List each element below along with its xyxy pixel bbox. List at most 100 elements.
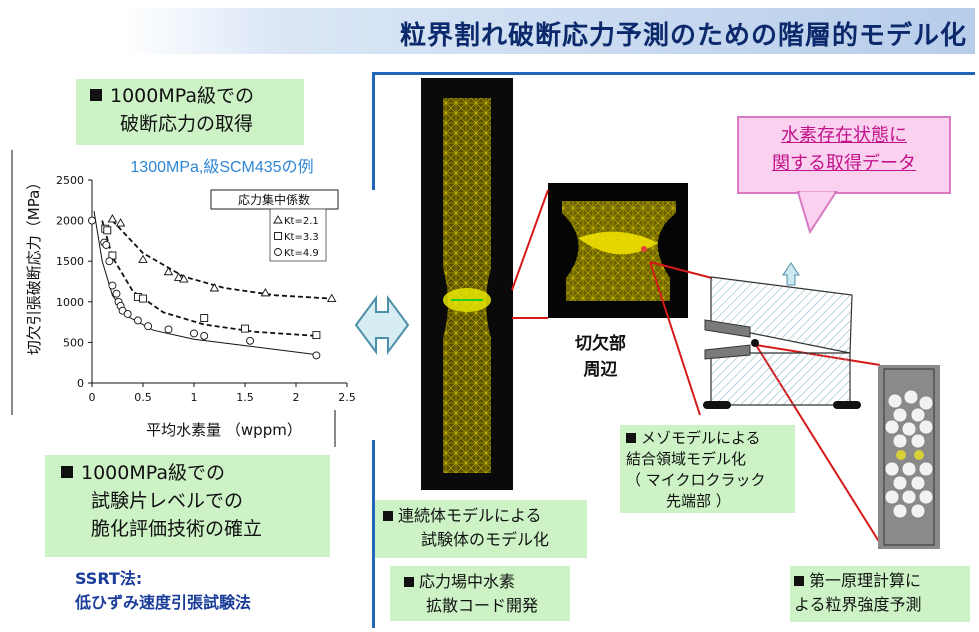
chart-title: 1300MPa,級SCM435の例 bbox=[130, 158, 313, 176]
data-point bbox=[200, 314, 209, 322]
y-tick-label: 0 bbox=[77, 377, 84, 390]
chart-axes bbox=[91, 180, 347, 384]
cohesive-zone-schematic bbox=[703, 262, 861, 409]
legend-marker-triangle-icon bbox=[273, 215, 283, 224]
continuum-line1: 連続体モデルによる bbox=[398, 506, 542, 525]
x-tick-label: 0 bbox=[89, 391, 96, 404]
first-principles-box: 第一原理計算に よる粒界強度予測 bbox=[790, 566, 970, 622]
notch-zoom-image bbox=[548, 183, 688, 318]
y-tick-label: 1500 bbox=[56, 255, 84, 268]
chart-ticks: 0 500 1000 1500 2000 2500 0 0.5 1 1.5 2 2.5 bbox=[56, 174, 356, 404]
data-point bbox=[246, 336, 255, 345]
bullet-square-icon bbox=[404, 577, 414, 587]
bullet-square-icon bbox=[794, 576, 804, 586]
x-tick-label: 0.5 bbox=[134, 391, 152, 404]
legend-label: Kt=2.1 bbox=[284, 216, 319, 227]
first-line2: よる粒界強度予測 bbox=[794, 595, 922, 614]
data-point bbox=[260, 287, 271, 297]
meso-model-box: メゾモデルによる 結合領域モデル化 （ マイクロクラック 先端部 ） bbox=[620, 425, 795, 513]
bullet-square-icon bbox=[90, 89, 102, 101]
test-line2: 試験片レベルでの bbox=[91, 490, 244, 512]
data-point bbox=[107, 214, 118, 223]
meso-line3: （ マイクロクラック bbox=[626, 471, 766, 489]
y-axis-label: 切欠引張破断応力（MPa） bbox=[25, 175, 43, 356]
page-title: 粒界割れ破断応力予測のための階層的モデル化 bbox=[399, 21, 967, 51]
y-tick-label: 2000 bbox=[56, 215, 84, 228]
continuum-line2: 試験体のモデル化 bbox=[421, 530, 550, 549]
data-point bbox=[112, 289, 121, 298]
data-point bbox=[190, 329, 198, 338]
data-point bbox=[179, 274, 189, 283]
data-point bbox=[102, 241, 111, 249]
title-band: 粒界割れ破断応力予測のための階層的モデル化 bbox=[123, 8, 975, 54]
bullet-square-icon bbox=[626, 433, 636, 443]
data-point bbox=[163, 266, 174, 276]
ssrt-line2: 低ひずみ速度引張試験法 bbox=[75, 593, 252, 612]
data-point bbox=[138, 254, 148, 264]
data-point bbox=[105, 257, 114, 266]
double-arrow-icon bbox=[354, 294, 410, 356]
data-point bbox=[312, 351, 321, 360]
data-point bbox=[123, 310, 132, 318]
hydrogen-data-callout: 水素存在状態に 関する取得データ bbox=[737, 116, 951, 194]
callout-line2: 関する取得データ bbox=[772, 153, 916, 174]
continuum-model-box: 連続体モデルによる 試験体のモデル化 bbox=[375, 500, 587, 558]
test-line1: 1000MPa級での bbox=[81, 462, 225, 484]
bullet-square-icon bbox=[383, 511, 393, 521]
y-tick-label: 500 bbox=[63, 336, 84, 349]
specimen-mesh-image bbox=[421, 78, 513, 490]
data-point bbox=[326, 293, 337, 303]
data-point bbox=[139, 294, 147, 303]
notch-label-line2: 周辺 bbox=[583, 360, 618, 380]
series-line-2 bbox=[101, 220, 317, 337]
test-evaluation-box: 1000MPa級での 試験片レベルでの 脆化評価技術の確立 bbox=[45, 455, 330, 557]
legend-marker-square-icon bbox=[274, 232, 282, 240]
data-point bbox=[209, 283, 220, 292]
callout-line1: 水素存在状態に bbox=[781, 125, 907, 146]
legend-label: Kt=4.9 bbox=[284, 248, 319, 259]
chart-legend: 応力集中係数 Kt=2.1Kt=3.3Kt=4.9 bbox=[210, 189, 339, 262]
notch-label: 切欠部 周辺 bbox=[575, 331, 626, 383]
fracture-stress-box: 1000MPa級での 破断応力の取得 bbox=[76, 79, 304, 145]
meso-line1: メゾモデルによる bbox=[641, 429, 761, 447]
data-point bbox=[200, 331, 209, 340]
callout-pointer-icon bbox=[796, 191, 838, 234]
x-tick-label: 2 bbox=[293, 391, 300, 404]
meso-line2: 結合領域モデル化 bbox=[626, 450, 747, 468]
data-point bbox=[133, 316, 142, 325]
diffusion-code-box: 応力場中水素 拡散コード開発 bbox=[390, 566, 570, 621]
x-axis-label: 平均水素量 （wppm） bbox=[146, 421, 302, 439]
notch-label-line1: 切欠部 bbox=[575, 334, 626, 354]
frame-line-upper bbox=[372, 72, 375, 190]
ssrt-text: SSRT法: 低ひずみ速度引張試験法 bbox=[75, 567, 251, 615]
data-point bbox=[173, 272, 184, 281]
meso-line4: 先端部 ） bbox=[666, 492, 731, 510]
fracture-line2: 破断応力の取得 bbox=[120, 113, 254, 135]
diffusion-line1: 応力場中水素 bbox=[419, 572, 516, 591]
frame-line-lower bbox=[372, 440, 375, 628]
bullet-square-icon bbox=[61, 466, 73, 478]
legend-marker-circle-icon bbox=[274, 248, 282, 256]
first-line1: 第一原理計算に bbox=[809, 571, 922, 590]
data-point bbox=[144, 322, 153, 331]
data-point bbox=[164, 325, 173, 334]
x-tick-label: 1 bbox=[191, 391, 198, 404]
data-point bbox=[115, 218, 126, 227]
legend-title: 応力集中係数 bbox=[238, 192, 310, 207]
data-point bbox=[312, 331, 321, 340]
legend-label: Kt=3.3 bbox=[284, 232, 319, 243]
frame-line-top bbox=[372, 72, 975, 75]
data-point bbox=[88, 216, 96, 225]
data-point bbox=[241, 324, 249, 333]
x-tick-label: 2.5 bbox=[338, 391, 356, 404]
diffusion-line2: 拡散コード開発 bbox=[426, 596, 539, 615]
atomic-model-image bbox=[878, 365, 940, 549]
fracture-line1: 1000MPa級での bbox=[110, 85, 254, 107]
test-line3: 脆化評価技術の確立 bbox=[91, 518, 263, 540]
ssrt-line1: SSRT法: bbox=[75, 569, 143, 588]
x-tick-label: 1.5 bbox=[236, 391, 254, 404]
y-tick-label: 1000 bbox=[56, 296, 84, 309]
y-tick-label: 2500 bbox=[56, 174, 84, 187]
series-line-1 bbox=[111, 219, 332, 300]
